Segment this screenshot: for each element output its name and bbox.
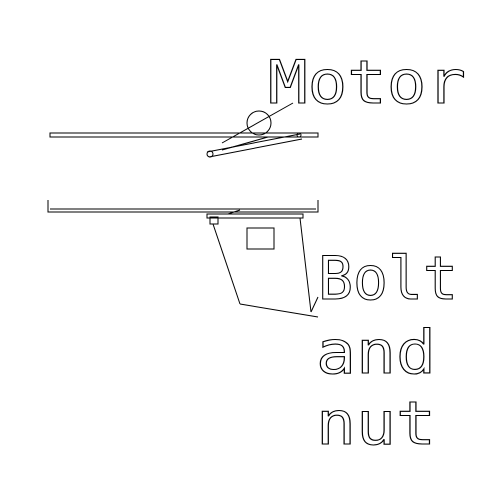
bolt-and-nut-block	[246, 227, 275, 250]
upper-rail-pivot	[296, 132, 302, 138]
upper-arm-pivot	[206, 150, 214, 158]
bracket-plate-slope	[227, 209, 241, 215]
motor-leader-line	[221, 102, 294, 144]
motor-circle	[246, 110, 272, 136]
bolt-label-line1: Bolt	[318, 244, 458, 314]
motor-label: Motor	[268, 48, 466, 118]
upper-arm-bottom	[208, 138, 303, 158]
bracket-tab	[209, 216, 219, 225]
upper-rail	[49, 132, 319, 138]
bolt-label-line3: nut	[316, 389, 436, 459]
upper-assembly	[49, 102, 319, 158]
upper-arm-inner	[221, 136, 269, 151]
hanger-bottom-edge	[239, 303, 319, 318]
lower-assembly	[47, 200, 319, 318]
hanger-left-edge	[212, 223, 241, 305]
bolt-leader-line	[310, 296, 319, 313]
bracket-plate	[206, 213, 304, 219]
lower-rail	[47, 200, 319, 213]
hanger-right-edge	[299, 217, 312, 313]
bolt-label-line2: and	[316, 318, 436, 388]
upper-arm-top	[206, 133, 301, 153]
